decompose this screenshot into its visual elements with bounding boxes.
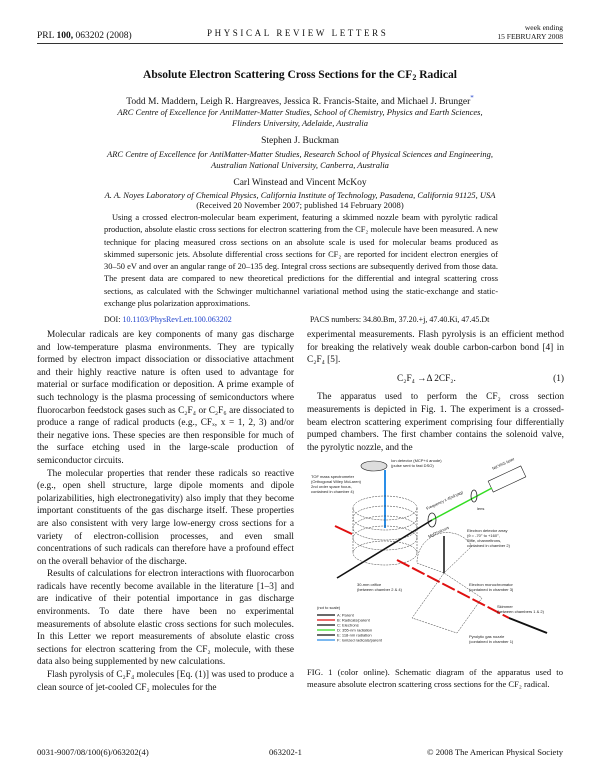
- doi: DOI: 10.1103/PhysRevLett.100.063202: [104, 315, 232, 324]
- diagram-shape: [416, 532, 473, 574]
- legend-item: A: Parent: [337, 613, 355, 618]
- laser-icon: [487, 465, 527, 493]
- diagram-shape: [352, 508, 418, 553]
- paragraph: Flash pyrolysis of C₂F₄ molecules [Eq. (…: [37, 670, 294, 693]
- running-header: PRL 100, 063202 (2008) PHYSICAL REVIEW L…: [37, 23, 563, 44]
- label-scale: (not to scale): [317, 605, 341, 610]
- journal-reference: PRL 100, 063202 (2008): [37, 31, 132, 41]
- diagram-shape: [334, 525, 353, 535]
- left-column: Molecular radicals are key components of…: [37, 329, 294, 694]
- diagram-shape: [352, 515, 418, 541]
- label-ion-detector-2: (pulse sent to fast DSO): [391, 463, 434, 468]
- legend-item: C: Electrons: [337, 623, 359, 628]
- label-laser: Nd:YAG laser: [491, 456, 516, 471]
- paper-title: Absolute Electron Scattering Cross Secti…: [143, 69, 457, 82]
- figure-caption: FIG. 1 (color online). Schematic diagram…: [307, 667, 563, 689]
- equation-number: (1): [553, 373, 564, 384]
- page-number: 063202-1: [269, 747, 302, 757]
- journal-name: PHYSICAL REVIEW LETTERS: [207, 28, 389, 38]
- paragraph: experimental measurements. Flash pyrolys…: [307, 330, 564, 366]
- legend-item: F: Ionized radicals/parent: [337, 638, 383, 643]
- diagram-shape: [352, 505, 418, 531]
- figure-label: (contained in chamber 1): [469, 639, 514, 644]
- authors-1: Todd M. Maddern, Leigh R. Hargreaves, Je…: [126, 94, 474, 108]
- label-tof-4: contained in chamber 4): [311, 489, 355, 494]
- equation-1: C₂F₄ →Δ 2CF₂. (1): [307, 367, 564, 392]
- legend-item: D: 355-nm radiation: [337, 628, 372, 633]
- figure-legend: A: Parent B: Radicals/parent C: Electron…: [317, 613, 383, 643]
- figure-label: (θ = -70° to +160°,: [467, 533, 500, 538]
- label-orifice: 30-mm orifice: [357, 582, 382, 587]
- paragraph: Results of calculations for electron int…: [37, 569, 294, 668]
- diagram-shape: [352, 525, 418, 551]
- paragraph: The apparatus used to perform the CF₂ cr…: [307, 392, 564, 453]
- legend-item: E: 118-nm radiation: [337, 633, 372, 638]
- parent-beam-line: [508, 617, 548, 634]
- figure-label: (contained in chamber 3): [469, 587, 514, 592]
- affiliation-1: ARC Centre of Excellence for AntiMatter-…: [117, 107, 483, 128]
- legend-item: B: Radicals/parent: [337, 618, 371, 623]
- diagram-shape: [427, 512, 437, 528]
- label-skimmer: Skimmer: [497, 604, 513, 609]
- figure-label: contained in chamber 2): [467, 543, 511, 548]
- affiliation-2: ARC Centre of Excellence for AntiMatter-…: [107, 149, 493, 170]
- label-tof-3: 2nd order space focus,: [311, 484, 352, 489]
- figure-label: (between chambers 1 & 2): [497, 609, 545, 614]
- right-column: experimental measurements. Flash pyrolys…: [307, 329, 564, 454]
- label-tof-2: (Orthogonal Wiley McLaren): [311, 479, 362, 484]
- authors-2: Stephen J. Buckman: [261, 136, 339, 146]
- diagram-shape: [352, 540, 418, 566]
- diagram-shape: [411, 572, 483, 634]
- laser-beam-line: [431, 487, 493, 521]
- paragraph: The molecular properties that render the…: [37, 468, 294, 567]
- copyright: © 2008 The American Physical Society: [427, 747, 563, 757]
- figure-label: Rifle, channeltrons,: [467, 538, 501, 543]
- vuv-beam-line: [336, 519, 433, 579]
- figure-label: (between chamber 2 & 4): [357, 587, 403, 592]
- pacs-numbers: PACS numbers: 34.80.Bm, 37.20.+j, 47.40.…: [310, 315, 490, 324]
- label-tof: TOF mass spectrometer: [311, 474, 355, 479]
- label-quadrupler: Frequency x 4(nd:yag): [425, 489, 464, 511]
- label-nozzle: Pyrolytic gas nozzle: [469, 634, 505, 639]
- equation-text: C₂F₄ →Δ 2CF₂.: [397, 373, 456, 384]
- label-electron-detector: Electron detector array: [467, 528, 507, 533]
- abstract: Using a crossed electron-molecular beam …: [104, 213, 498, 309]
- label-monochromator: Electron monochromator: [469, 582, 513, 587]
- affiliation-3: A. A. Noyes Laboratory of Chemical Physi…: [104, 190, 496, 200]
- radical-beam-line: [396, 559, 510, 619]
- label-lens: lens: [477, 506, 484, 511]
- paragraph: Molecular radicals are key components of…: [37, 330, 294, 466]
- diagram-shape: [470, 489, 478, 503]
- apparatus-diagram: Ion detector (MCP+4 anode) (pulse sent t…: [311, 456, 548, 644]
- authors-3: Carl Winstead and Vincent McKoy: [233, 178, 367, 188]
- label-ion-detector: Ion detector (MCP+4 anode): [391, 458, 442, 463]
- footer-code: 0031-9007/08/100(6)/063202(4): [37, 747, 149, 757]
- doi-link[interactable]: 10.1103/PhysRevLett.100.063202: [122, 315, 232, 324]
- ion-detector-icon: [360, 460, 388, 472]
- received-dates: (Received 20 November 2007; published 14…: [196, 200, 404, 210]
